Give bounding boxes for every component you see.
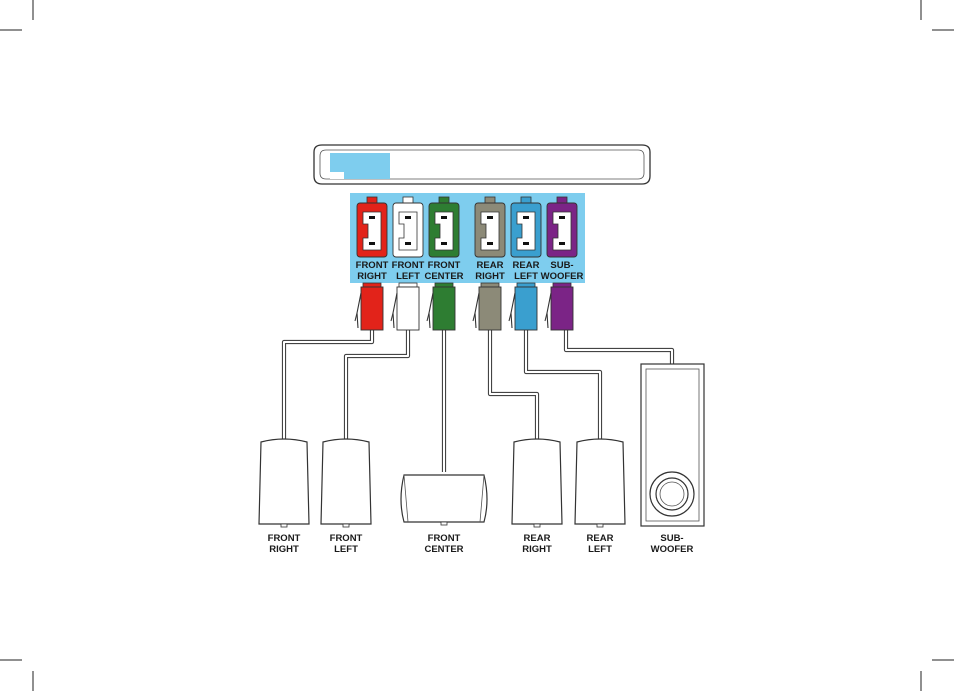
speaker-label-line1: REAR (587, 533, 614, 544)
plug-front-left (390, 282, 420, 331)
port-label-line2: CENTER (424, 271, 463, 282)
wire-front-right (281, 330, 375, 440)
speaker-ports: FRONTRIGHTFRONTLEFTFRONTCENTERREARRIGHTR… (356, 196, 584, 282)
plug-subwoofer (544, 282, 574, 331)
plug-front-right (354, 282, 384, 331)
port-label-line2: WOOFER (541, 271, 584, 282)
port-label-line2: LEFT (514, 271, 538, 282)
speaker-plugs (354, 282, 574, 331)
wire-rear-right (487, 330, 540, 440)
speaker-subwoofer: SUB-WOOFER (640, 363, 705, 555)
port-label-line1: FRONT (392, 260, 425, 271)
wire-front-left (343, 330, 411, 440)
speakers: FRONTRIGHTFRONTLEFTFRONTCENTERREARRIGHTR… (258, 363, 705, 555)
port-label-line1: FRONT (428, 260, 461, 271)
speaker-label-line2: CENTER (424, 544, 463, 555)
plug-rear-left (508, 282, 538, 331)
port-label-line2: RIGHT (357, 271, 387, 282)
speaker-label-line2: LEFT (334, 544, 358, 555)
port-label-line2: RIGHT (475, 271, 505, 282)
speaker-terminal-panel (350, 193, 585, 283)
speaker-label-line2: RIGHT (269, 544, 299, 555)
speaker-label-line1: REAR (524, 533, 551, 544)
port-label-line1: SUB- (550, 260, 573, 271)
speaker-label-line2: RIGHT (522, 544, 552, 555)
speaker-label-line1: FRONT (330, 533, 363, 544)
wire-subwoofer (563, 330, 675, 364)
port-label-line2: LEFT (396, 271, 420, 282)
speaker-label-line2: WOOFER (651, 544, 694, 555)
plug-front-center (426, 282, 456, 331)
speaker-label-line1: FRONT (268, 533, 301, 544)
wire-rear-left (523, 330, 603, 440)
port-label-line1: REAR (513, 260, 540, 271)
port-label-line1: FRONT (356, 260, 389, 271)
plug-rear-right (472, 282, 502, 331)
speaker-wires (281, 330, 675, 472)
speaker-label-line1: FRONT (428, 533, 461, 544)
speaker-label-line2: LEFT (588, 544, 612, 555)
port-label-line1: REAR (477, 260, 504, 271)
port-subwoofer: SUB-WOOFER (541, 196, 584, 282)
main-unit (313, 144, 651, 185)
speaker-label-line1: SUB- (660, 533, 683, 544)
